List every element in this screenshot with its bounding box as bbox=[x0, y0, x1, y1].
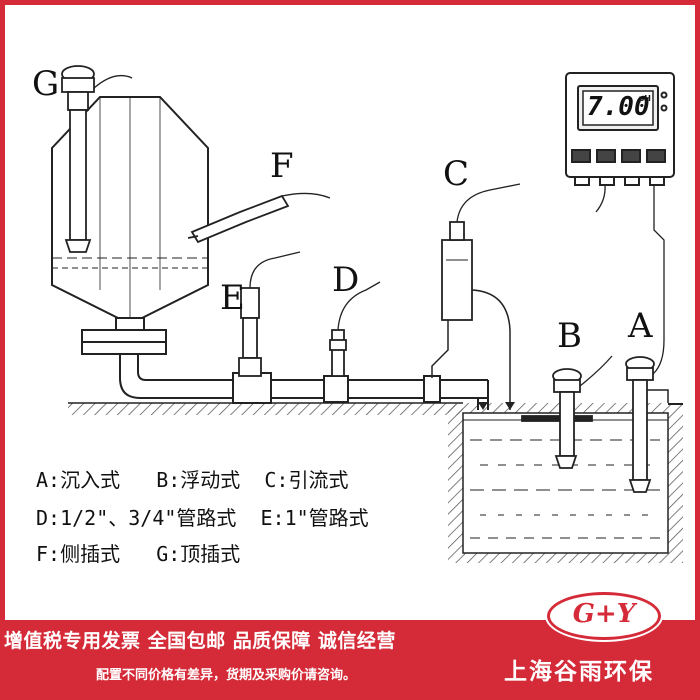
promo-slogans: 增值税专用发票 全国包邮 品质保障 诚信经营 bbox=[4, 630, 396, 652]
sensor-d bbox=[329, 281, 381, 377]
price-notice: 配置不同价格有差异，货期及采购价请咨询。 bbox=[96, 668, 357, 683]
label-f: F bbox=[270, 146, 294, 186]
tank bbox=[51, 96, 209, 355]
sensor-b bbox=[521, 355, 613, 469]
sensor-e bbox=[238, 251, 301, 377]
label-d: D bbox=[332, 260, 360, 300]
meter-value: 7.00 bbox=[587, 92, 650, 122]
legend-line-3: F:侧插式 G:顶插式 bbox=[36, 542, 241, 566]
legend-line-1: A:沉入式 B:浮动式 C:引流式 bbox=[36, 468, 349, 492]
sensor-a bbox=[625, 172, 669, 493]
ph-controller bbox=[565, 72, 675, 213]
meter-readout: 7.00 pH bbox=[585, 92, 651, 124]
sensor-c bbox=[431, 183, 521, 410]
sensor-f bbox=[187, 192, 331, 244]
label-c: C bbox=[443, 154, 470, 194]
logo-text: G+Y bbox=[572, 599, 636, 629]
label-e: E bbox=[220, 278, 245, 318]
label-b: B bbox=[557, 316, 582, 356]
pipeline bbox=[119, 354, 489, 410]
label-g: G bbox=[32, 64, 60, 104]
meter-unit: pH bbox=[638, 94, 651, 103]
company-name: 上海谷雨环保 bbox=[504, 659, 654, 685]
legend-line-2: D:1/2"、3/4"管路式 E:1"管路式 bbox=[36, 506, 369, 530]
brand-logo: G+Y bbox=[547, 592, 661, 640]
label-a: A bbox=[628, 306, 653, 346]
sensor-g bbox=[61, 65, 133, 253]
